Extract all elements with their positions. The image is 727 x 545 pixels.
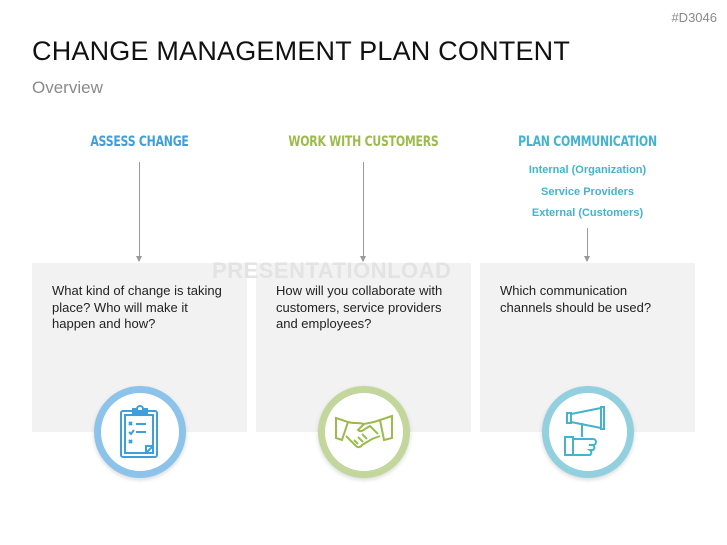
arrow-down xyxy=(360,162,366,262)
arrow-down xyxy=(136,162,142,262)
list-item: Internal (Organization) xyxy=(528,164,647,176)
heading-assess-change: ASSESS CHANGE xyxy=(90,134,189,150)
heading-plan-communication: PLAN COMMUNICATION xyxy=(518,134,657,150)
list-item: Service Providers xyxy=(541,185,634,198)
slide-subtitle: Overview xyxy=(32,78,103,97)
card-text: What kind of change is taking place? Who… xyxy=(52,283,222,331)
card-text: Which communication channels should be u… xyxy=(500,283,652,315)
heading-work-with-customers: WORK WITH CUSTOMERS xyxy=(288,134,439,150)
list-item: External (Customers) xyxy=(531,207,644,219)
slide-title: CHANGE MANAGEMENT PLAN CONTENT xyxy=(32,36,571,66)
handshake-icon xyxy=(318,386,410,478)
card-text: How will you collaborate with customers,… xyxy=(276,283,443,331)
slide-code: #D3046 xyxy=(671,10,717,25)
clipboard-checklist-icon xyxy=(94,386,186,478)
megaphone-hand-icon xyxy=(542,386,634,478)
watermark: PRESENTATIONLOAD xyxy=(212,258,452,283)
arrow-down xyxy=(584,228,590,262)
communication-list: Internal (Organization) Service Provider… xyxy=(480,160,695,225)
